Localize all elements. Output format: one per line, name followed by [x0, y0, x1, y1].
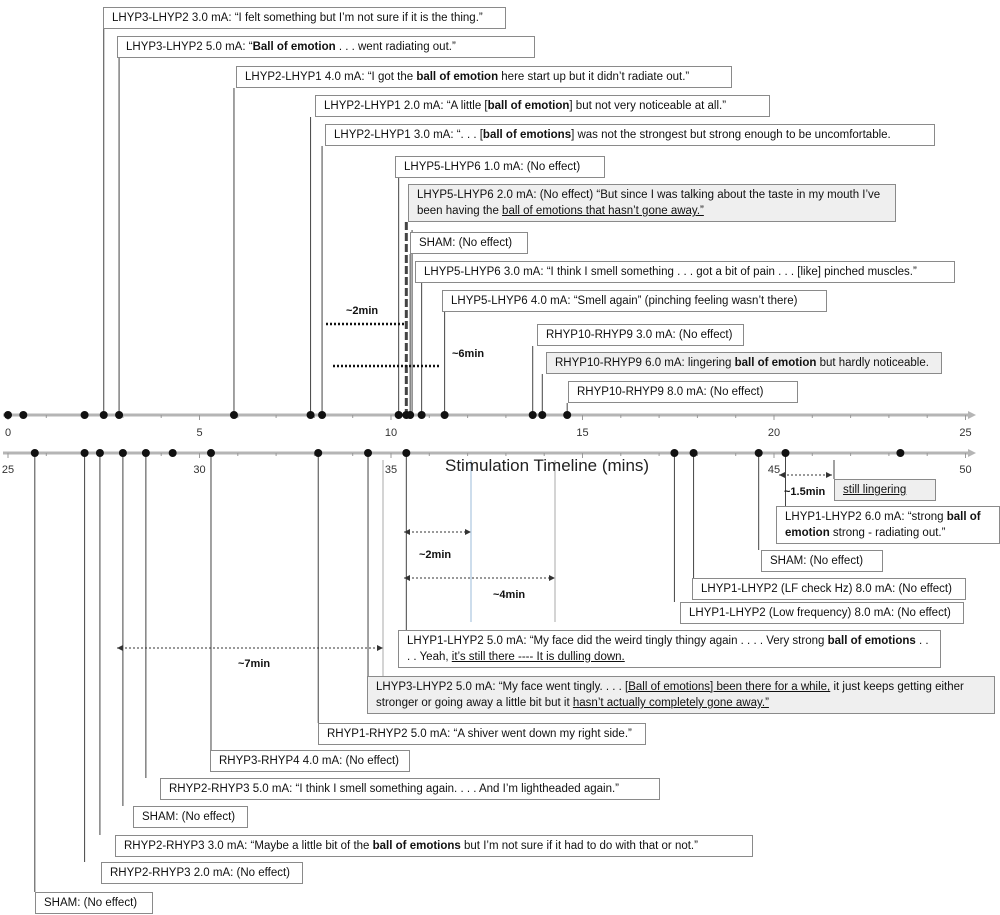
top_events-event-label: LHYP5-LHYP6 4.0 mA: “Smell again” (pinch…	[442, 290, 827, 312]
top-event-dot	[538, 411, 547, 419]
bottom_events-event-label: SHAM: (No effect)	[133, 806, 248, 828]
bottom_events-event-label: LHYP1-LHYP2 (Low frequency) 8.0 mA: (No …	[680, 602, 964, 624]
top-event-dot	[19, 411, 28, 419]
interval-arrow-4min-head	[549, 575, 555, 581]
bottom-event-dot	[402, 449, 411, 457]
top_events-event-label: LHYP2-LHYP1 3.0 mA: “. . . [ball of emot…	[325, 124, 935, 146]
bottom-tick-label: 35	[384, 464, 398, 476]
bottom-tick-label: 50	[959, 464, 972, 476]
interval-label: ~1.5min	[784, 486, 826, 498]
top-tick-label: 25	[959, 427, 972, 439]
top-tick-label: 5	[196, 427, 203, 439]
top-event-dot	[528, 411, 537, 419]
bottom_events-event-label: SHAM: (No effect)	[35, 892, 153, 914]
top-event-dot	[80, 411, 89, 419]
interval-arrow-1-5min-head	[826, 472, 832, 478]
bottom_events-event-label: LHYP1-LHYP2 (LF check Hz) 8.0 mA: (No ef…	[692, 578, 966, 600]
top-event-dot	[318, 411, 327, 419]
bottom-axis-arrow	[968, 449, 976, 457]
top-tick-label: 10	[384, 427, 398, 439]
interval-label: ~4min	[493, 589, 526, 601]
top-tick-label: 20	[767, 427, 781, 439]
bottom_events-event-label: LHYP3-LHYP2 5.0 mA: “My face went tingly…	[367, 676, 995, 714]
bottom-event-dot	[141, 449, 150, 457]
bottom_events-event-label: SHAM: (No effect)	[761, 550, 883, 572]
top-tick-label: 0	[4, 427, 12, 439]
top-event-dot	[99, 411, 108, 419]
interval-arrow-4min-head	[404, 575, 410, 581]
top_events-event-label: RHYP10-RHYP9 8.0 mA: (No effect)	[568, 381, 798, 403]
event-dots	[4, 411, 905, 457]
bottom_events-event-label: RHYP1-RHYP2 5.0 mA: “A shiver went down …	[318, 723, 646, 745]
interval-arrow-7min-head	[377, 645, 383, 651]
top_events-event-label: LHYP2-LHYP1 4.0 mA: “I got the ball of e…	[236, 66, 732, 88]
bottom_events-event-label: RHYP2-RHYP3 2.0 mA: (No effect)	[101, 862, 303, 884]
bottom_events-event-label: RHYP2-RHYP3 3.0 mA: “Maybe a little bit …	[115, 835, 753, 857]
top_events-event-label: LHYP2-LHYP1 2.0 mA: “A little [ball of e…	[315, 95, 770, 117]
bottom-event-dot	[80, 449, 89, 457]
top_events-event-label: RHYP10-RHYP9 6.0 mA: lingering ball of e…	[546, 352, 942, 374]
bottom_events-event-label: LHYP1-LHYP2 6.0 mA: “strong ball of emot…	[776, 506, 1000, 544]
bottom-tick-label: 25	[1, 464, 15, 476]
bottom_events-event-label: RHYP3-RHYP4 4.0 mA: (No effect)	[210, 750, 410, 772]
bottom_events-event-label: RHYP2-RHYP3 5.0 mA: “I think I smell som…	[160, 778, 660, 800]
top_events-event-label: LHYP5-LHYP6 2.0 mA: (No effect) “But sin…	[408, 184, 896, 222]
bottom-event-dot	[689, 449, 698, 457]
top-event-dot	[306, 411, 315, 419]
top-event-dot	[563, 411, 572, 419]
top-tick-label: 15	[576, 427, 589, 439]
top-event-dot	[394, 411, 403, 419]
top_events-event-label: RHYP10-RHYP9 3.0 mA: (No effect)	[537, 324, 744, 346]
axis-title: Stimulation Timeline (mins)	[445, 456, 650, 475]
top-event-dot	[229, 411, 238, 419]
top_events-event-label: LHYP5-LHYP6 1.0 mA: (No effect)	[395, 156, 605, 178]
top-event-dot	[406, 411, 415, 419]
connector-lines	[34, 29, 835, 892]
interval-arrow-1-5min-head	[779, 472, 785, 478]
bottom-event-dot	[168, 449, 177, 457]
interval-label: ~6min	[452, 348, 485, 360]
bottom-event-dot	[754, 449, 763, 457]
bottom-event-dot	[314, 449, 323, 457]
top-event-dot	[4, 411, 12, 419]
timeline-axes	[3, 411, 976, 458]
bottom-event-dot	[781, 449, 790, 457]
interval-label: ~7min	[238, 658, 271, 670]
bottom-event-dot	[896, 449, 905, 457]
bottom-event-dot	[30, 449, 39, 457]
bottom-event-dot	[118, 449, 127, 457]
top_events-event-label: LHYP3-LHYP2 3.0 mA: “I felt something bu…	[103, 7, 506, 29]
bottom_events-event-label: LHYP1-LHYP2 5.0 mA: “My face did the wei…	[398, 630, 941, 668]
top-event-dot	[417, 411, 426, 419]
top-event-dot	[115, 411, 124, 419]
bottom-event-dot	[670, 449, 679, 457]
bottom-tick-label: 30	[193, 464, 206, 476]
interval-arrow-7min-head	[117, 645, 123, 651]
bottom-event-dot	[364, 449, 373, 457]
bottom-event-dot	[95, 449, 104, 457]
interval-label: ~2min	[419, 549, 452, 561]
top-event-dot	[440, 411, 449, 419]
bottom_events-event-label: still lingering	[834, 479, 936, 501]
interval-arrow-2min-head	[465, 529, 471, 535]
interval-arrow-2min-head	[404, 529, 410, 535]
top_events-event-label: LHYP5-LHYP6 3.0 mA: “I think I smell som…	[415, 261, 955, 283]
top_events-event-label: LHYP3-LHYP2 5.0 mA: “Ball of emotion . .…	[117, 36, 535, 58]
top_events-event-label: SHAM: (No effect)	[410, 232, 528, 254]
top-axis-arrow	[968, 411, 976, 419]
interval-label: ~2min	[346, 305, 379, 317]
bottom-event-dot	[206, 449, 215, 457]
bottom-tick-label: 45	[767, 464, 781, 476]
